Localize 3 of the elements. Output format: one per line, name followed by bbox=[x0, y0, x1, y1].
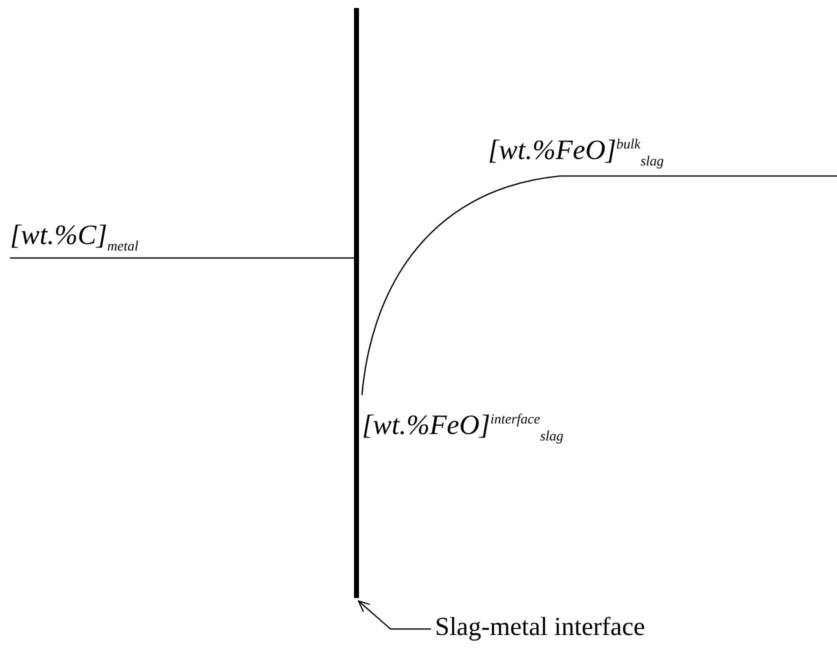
interface-label: Slag-metal interface bbox=[435, 612, 646, 642]
leader-line bbox=[358, 600, 431, 630]
concentration-label: [wt.%C]$_{metal}$ bbox=[10, 220, 138, 256]
